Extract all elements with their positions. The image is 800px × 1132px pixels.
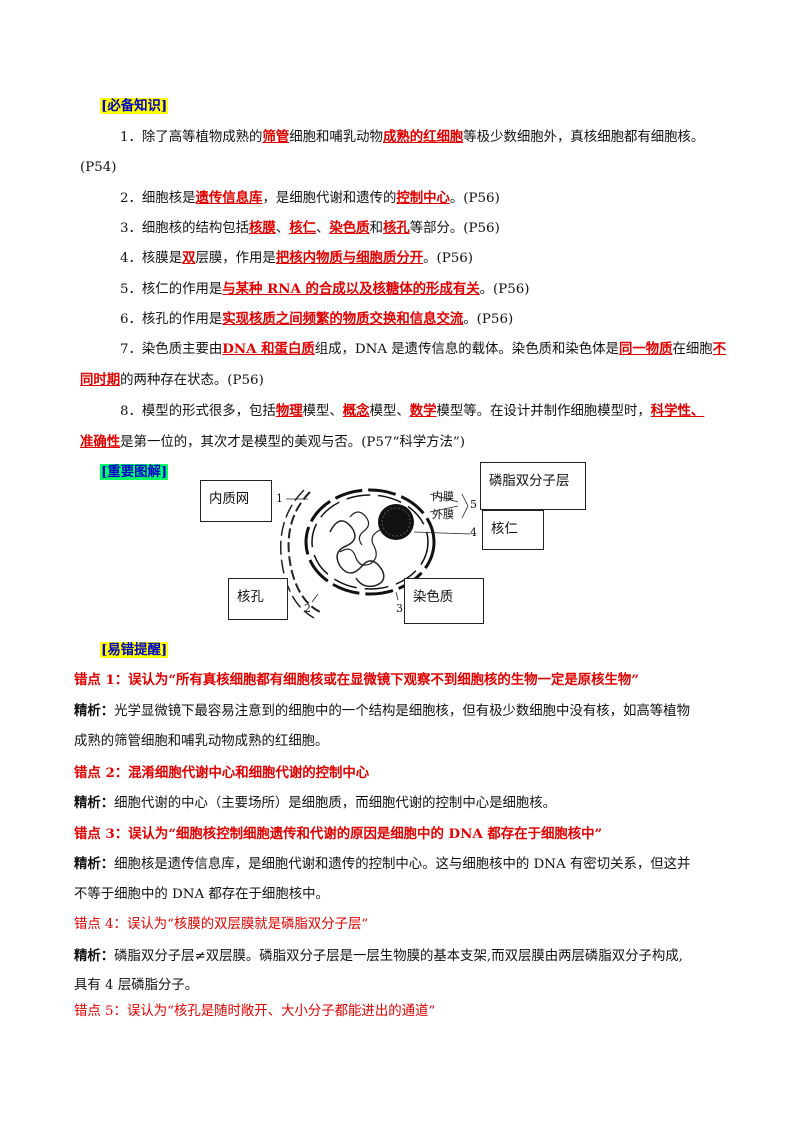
section-tag-knowledge: [必备知识] <box>100 98 169 114</box>
num-2: 2 <box>304 602 311 615</box>
num-1: 1 <box>276 492 283 505</box>
error-point-5: 错点 5：误认为“核孔是随时敞开、大小分子都能进出的通道” <box>74 1004 436 1019</box>
section-tag-errors: [易错提醒] <box>100 642 169 658</box>
label-chromatin: 染色质 <box>404 578 484 624</box>
error-point-4: 错点 4：误认为“核膜的双层膜就是磷脂双分子层” <box>74 917 369 932</box>
num-5: 5 <box>470 498 477 511</box>
knowledge-item-8: 8．模型的形式很多，包括物理模型、概念模型、数学模型等。在设计并制作细胞模型时，… <box>120 403 705 419</box>
error-analysis-2: 精析：细胞代谢的中心（主要场所）是细胞质，而细胞代谢的控制中心是细胞核。 <box>74 795 557 811</box>
knowledge-item-1-cont: (P54) <box>80 160 117 175</box>
knowledge-item-7-cont: 同时期的两种存在状态。(P56) <box>80 372 264 388</box>
error-analysis-4-cont: 具有 4 层磷脂分子。 <box>74 978 199 993</box>
error-point-3: 错点 3：误认为“细胞核控制细胞遗传和代谢的原因是细胞中的 DNA 都存在于细胞… <box>74 826 603 842</box>
nucleus-diagram: 内质网 磷脂双分子层 核仁 核孔 染色质 内膜 外膜 1 2 3 4 5 <box>200 462 600 632</box>
knowledge-item-2: 2．细胞核是遗传信息库，是细胞代谢和遗传的控制中心。(P56) <box>120 190 500 206</box>
knowledge-item-5: 5．核仁的作用是与某种 RNA 的合成以及核糖体的形成有关。(P56) <box>120 281 530 297</box>
knowledge-item-1: 1．除了高等植物成熟的筛管细胞和哺乳动物成熟的红细胞等极少数细胞外，真核细胞都有… <box>120 129 705 145</box>
error-analysis-1: 精析：光学显微镜下最容易注意到的细胞中的一个结构是细胞核，但有极少数细胞中没有核… <box>74 703 690 719</box>
nucleus-drawing <box>280 488 471 619</box>
num-4: 4 <box>470 526 477 539</box>
knowledge-item-4: 4．核膜是双层膜，作用是把核内物质与细胞质分开。(P56) <box>120 250 474 266</box>
num-3: 3 <box>396 602 403 615</box>
knowledge-item-8-cont: 准确性是第一位的，其次才是模型的美观与否。(P57“科学方法”) <box>80 434 465 450</box>
error-analysis-3: 精析：细胞核是遗传信息库，是细胞代谢和遗传的控制中心。这与细胞核中的 DNA 有… <box>74 856 691 872</box>
error-analysis-1-cont: 成熟的筛管细胞和哺乳动物成熟的红细胞。 <box>74 734 329 749</box>
label-bilayer: 磷脂双分子层 <box>480 462 586 510</box>
section-tag-figure: [重要图解] <box>100 464 169 480</box>
knowledge-item-3: 3．细胞核的结构包括核膜、核仁、染色质和核孔等部分。(P56) <box>120 220 500 236</box>
knowledge-item-6: 6．核孔的作用是实现核质之间频繁的物质交换和信息交流。(P56) <box>120 311 514 327</box>
error-point-2: 错点 2：混淆细胞代谢中心和细胞代谢的控制中心 <box>74 765 370 781</box>
label-er: 内质网 <box>200 480 272 522</box>
label-nucleolus: 核仁 <box>482 510 544 550</box>
label-outer-membrane: 外膜 <box>432 508 454 521</box>
error-analysis-4: 精析：磷脂双分子层≠双层膜。磷脂双分子层是一层生物膜的基本支架,而双层膜由两层磷… <box>74 948 683 964</box>
label-inner-membrane: 内膜 <box>432 490 454 503</box>
error-analysis-3-cont: 不等于细胞中的 DNA 都存在于细胞核中。 <box>74 887 329 902</box>
error-point-1: 错点 1：误认为“所有真核细胞都有细胞核或在显微镜下观察不到细胞核的生物一定是原… <box>74 672 640 688</box>
label-pore: 核孔 <box>228 578 288 620</box>
knowledge-item-7: 7．染色质主要由DNA 和蛋白质组成，DNA 是遗传信息的载体。染色质和染色体是… <box>120 341 727 357</box>
